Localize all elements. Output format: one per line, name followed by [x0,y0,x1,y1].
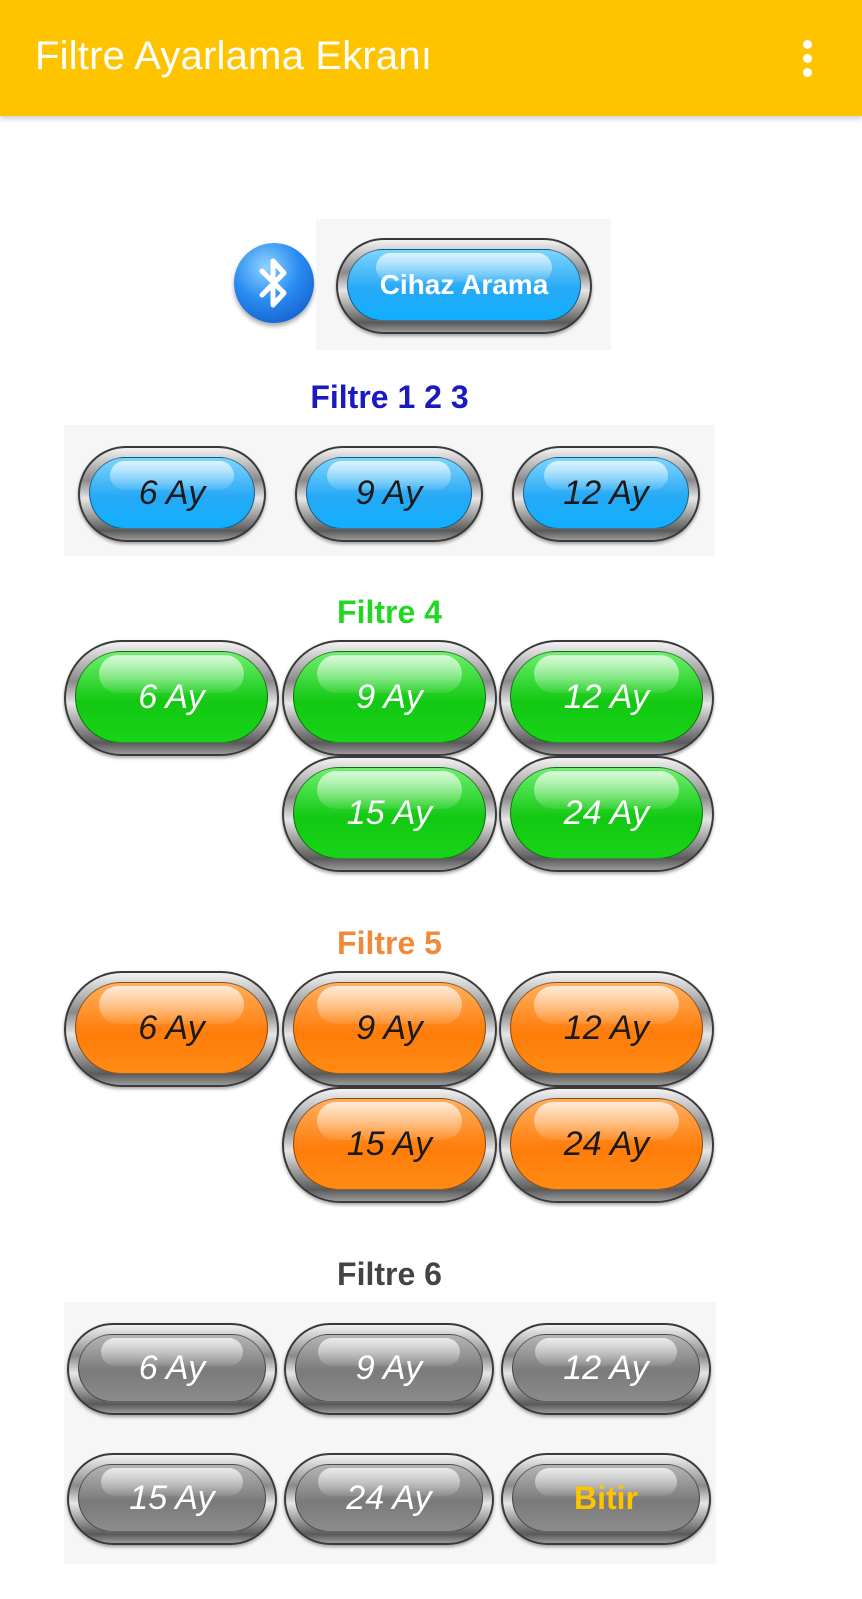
button-label: 12 Ay [563,677,650,716]
filtre-6-12-ay-button[interactable]: 12 Ay [501,1323,711,1415]
overflow-menu-icon[interactable] [796,40,818,84]
filtre-4-12-ay-button[interactable]: 12 Ay [499,640,714,756]
finish-button[interactable]: Bitir [501,1453,711,1545]
filtre-5-15-ay-button[interactable]: 15 Ay [282,1087,497,1203]
filtre-123-6-ay-button[interactable]: 6 Ay [78,446,266,542]
filtre-5-12-ay-button[interactable]: 12 Ay [499,971,714,1087]
section-title-filtre-5: Filtre 5 [337,925,442,961]
button-label: 15 Ay [346,793,433,832]
section-title-filtre-6: Filtre 6 [337,1256,442,1292]
button-label: 12 Ay [563,1008,650,1047]
filtre-6-15-ay-button[interactable]: 15 Ay [67,1453,277,1545]
button-label: 9 Ay [356,677,423,716]
device-search-button[interactable]: Cihaz Arama [336,238,592,334]
filtre-6-24-ay-button[interactable]: 24 Ay [284,1453,494,1545]
bluetooth-icon[interactable] [234,243,314,323]
button-label: 24 Ay [563,1124,650,1163]
filtre-6-9-ay-button[interactable]: 9 Ay [284,1323,494,1415]
section-title-filtre-4: Filtre 4 [337,594,442,630]
section-title-filtre-123: Filtre 1 2 3 [310,379,469,415]
app-title: Filtre Ayarlama Ekranı [35,34,433,78]
button-label: 24 Ay [563,793,650,832]
filtre-5-24-ay-button[interactable]: 24 Ay [499,1087,714,1203]
finish-label: Bitir [574,1479,638,1516]
button-label: 9 Ay [355,1348,423,1387]
filtre-6-6-ay-button[interactable]: 6 Ay [67,1323,277,1415]
button-label: 15 Ay [129,1478,215,1517]
button-label: 9 Ay [356,1008,423,1047]
app-bar: Filtre Ayarlama Ekranı [0,0,862,116]
filtre-4-6-ay-button[interactable]: 6 Ay [64,640,279,756]
button-label: 6 Ay [138,473,206,512]
filtre-4-24-ay-button[interactable]: 24 Ay [499,756,714,872]
button-label: 12 Ay [563,1348,649,1387]
filtre-5-9-ay-button[interactable]: 9 Ay [282,971,497,1087]
button-label: 24 Ay [346,1478,432,1517]
button-label: 6 Ay [138,1008,205,1047]
button-label: 15 Ay [346,1124,433,1163]
filtre-4-9-ay-button[interactable]: 9 Ay [282,640,497,756]
filtre-123-9-ay-button[interactable]: 9 Ay [295,446,483,542]
filtre-5-6-ay-button[interactable]: 6 Ay [64,971,279,1087]
button-label: 6 Ay [138,677,205,716]
filtre-4-15-ay-button[interactable]: 15 Ay [282,756,497,872]
button-label: 9 Ay [355,473,423,512]
button-label: 6 Ay [138,1348,206,1387]
button-label: 12 Ay [563,473,649,512]
device-search-label: Cihaz Arama [379,269,549,300]
filtre-123-12-ay-button[interactable]: 12 Ay [512,446,700,542]
